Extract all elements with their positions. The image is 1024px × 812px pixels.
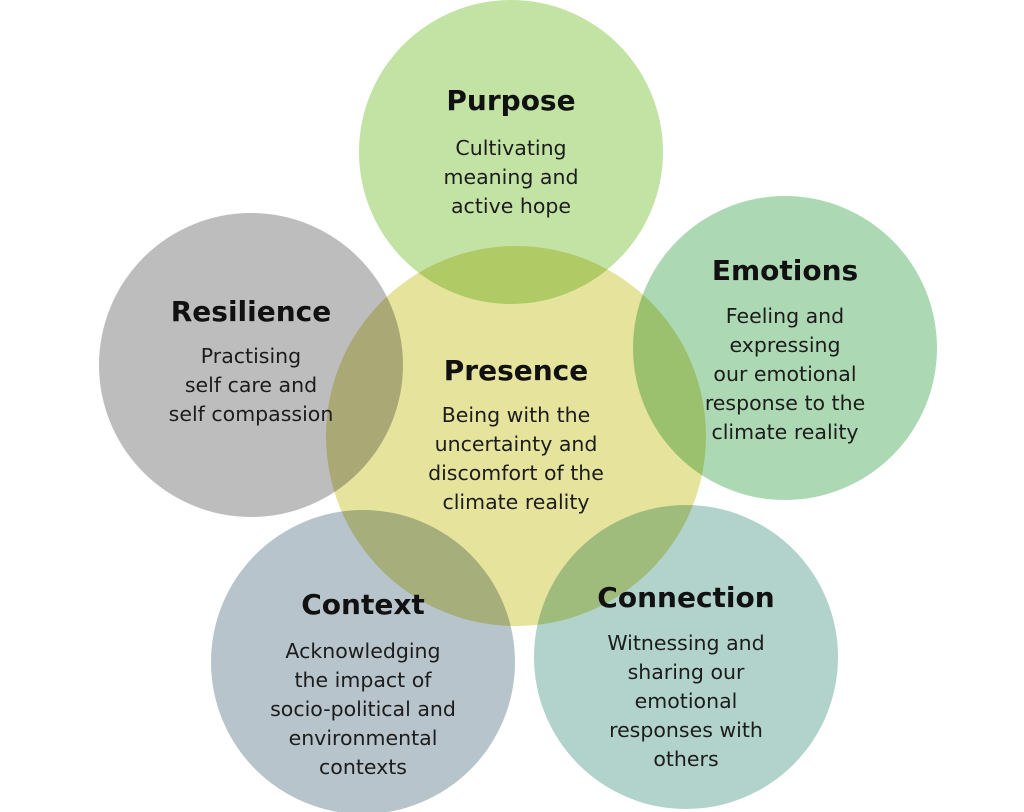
context-description-line: contexts (319, 755, 407, 779)
connection-description-line: Witnessing and (607, 631, 764, 655)
emotions-circle (633, 196, 937, 500)
connection-description-line: responses with (609, 718, 763, 742)
purpose-description-line: Cultivating (455, 136, 566, 160)
context-description-line: the impact of (295, 668, 433, 692)
emotions-description-line: expressing (729, 333, 840, 357)
presence-title: Presence (444, 354, 589, 387)
emotions-title: Emotions (712, 254, 858, 287)
resilience-description-line: self compassion (169, 402, 334, 426)
purpose-description-line: active hope (451, 194, 571, 218)
connection-description-line: sharing our (628, 660, 745, 684)
context-description-line: environmental (289, 726, 438, 750)
connection-description-line: emotional (635, 689, 738, 713)
presence-description-line: Being with the (442, 403, 591, 427)
resilience-description-line: self care and (185, 373, 317, 397)
context-description-line: Acknowledging (285, 639, 440, 663)
emotions-description-line: response to the (705, 391, 865, 415)
emotions-description-line: our emotional (713, 362, 856, 386)
emotions-description-line: climate reality (711, 420, 858, 444)
purpose-description-line: meaning and (444, 165, 579, 189)
connection-description-line: others (653, 747, 718, 771)
emotions-description-line: Feeling and (726, 304, 844, 328)
resilience-description-line: Practising (201, 344, 301, 368)
resilience-title: Resilience (171, 295, 332, 328)
connection-title: Connection (597, 581, 774, 614)
resilience-circle (99, 213, 403, 517)
connection-circle (534, 505, 838, 809)
context-description-line: socio-political and (270, 697, 456, 721)
presence-description-line: uncertainty and (435, 432, 598, 456)
context-title: Context (301, 588, 425, 621)
presence-description-line: discomfort of the (428, 461, 604, 485)
context-circle (211, 510, 515, 812)
purpose-title: Purpose (446, 84, 575, 117)
presence-description-line: climate reality (442, 490, 589, 514)
purpose-circle (359, 0, 663, 304)
